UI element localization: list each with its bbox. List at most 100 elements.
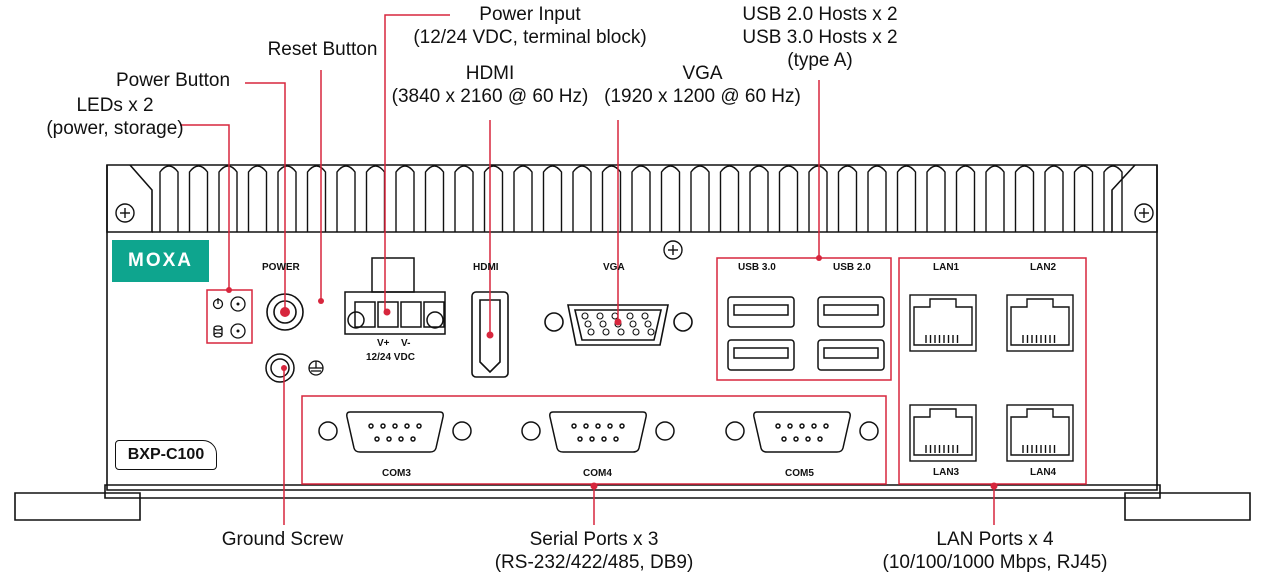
serial-ports (318, 411, 879, 453)
heatsink-fin (719, 165, 740, 232)
vga-pin (587, 328, 595, 336)
com-screw (859, 421, 879, 441)
vga-pin (584, 320, 592, 328)
lan-jack (1006, 404, 1074, 462)
lan-jack (1006, 294, 1074, 352)
vga-pin (611, 312, 619, 320)
lan-jack-inner (1010, 298, 1070, 346)
right-ear (1111, 164, 1158, 233)
vga-pin (626, 312, 634, 320)
lan-jack-inner (913, 408, 973, 456)
callout-power-input: Power Input(12/24 VDC, terminal block) (413, 4, 647, 48)
heatsink-fin (513, 165, 533, 232)
heatsink-fin (837, 165, 858, 232)
vga-pin (596, 312, 604, 320)
heatsink-fin (395, 165, 415, 232)
vga-port-label: VGA (603, 262, 625, 273)
vga-pin (647, 328, 655, 336)
left-ear (106, 164, 153, 233)
db9-pin (775, 423, 781, 429)
db9-pin (811, 423, 817, 429)
vplus-label: V+ (377, 338, 390, 349)
heatsink-fin (365, 165, 386, 232)
heatsink-fin (159, 165, 179, 232)
db9-pin (380, 423, 386, 429)
hdmi-port-label: HDMI (473, 262, 499, 273)
heatsink-fin (1044, 165, 1064, 232)
storage-led-icon (213, 325, 223, 338)
callout-lines (180, 14, 995, 525)
heatsink-fin (424, 165, 445, 232)
callout-hdmi: HDMI(3840 x 2160 @ 60 Hz) (391, 63, 589, 107)
vga-port (544, 304, 693, 346)
db9-pin (571, 423, 577, 429)
db9-pin (619, 423, 625, 429)
vga-pin (599, 320, 607, 328)
db9-pin (799, 423, 805, 429)
heatsink-fin (218, 165, 238, 232)
lan3-label: LAN3 (933, 467, 960, 478)
callout-serial: Serial Ports x 3(RS-232/422/485, DB9) (494, 529, 694, 573)
power-led (230, 296, 246, 312)
db9-pin (368, 423, 374, 429)
com-screw (725, 421, 745, 441)
heatsink-fin (1073, 165, 1094, 232)
heatsink-fin (778, 165, 799, 232)
power-terminal-block (344, 257, 446, 335)
heatsink-fin (1014, 165, 1035, 232)
callout-reset: Reset Button (267, 39, 378, 60)
db9-pin (817, 436, 823, 442)
vdc-label: 12/24 VDC (366, 352, 415, 363)
lan-jack-inner (1010, 408, 1070, 456)
callout-vga: VGA(1920 x 1200 @ 60 Hz) (604, 63, 801, 107)
db9-shell (549, 411, 647, 453)
db9-pin (787, 423, 793, 429)
heatsink-fin (306, 165, 327, 232)
db9-pin (613, 436, 619, 442)
com-screw (521, 421, 541, 441)
screw-icon (115, 203, 1154, 260)
db9-pin (386, 436, 392, 442)
com4-label: COM4 (583, 468, 612, 479)
heatsink-fin (955, 165, 976, 232)
heatsink-fin (454, 165, 474, 232)
db9-pin (404, 423, 410, 429)
heatsink-fin (749, 165, 769, 232)
left-foot (14, 492, 141, 521)
callout-lan: LAN Ports x 4(10/100/1000 Mbps, RJ45) (882, 529, 1108, 573)
db9-shell (753, 411, 851, 453)
heatsink-fin (336, 165, 356, 232)
callout-power-button: Power Button (115, 70, 231, 91)
db9-pin (601, 436, 607, 442)
chassis-outline (106, 164, 1158, 491)
lan-ports (909, 294, 1074, 462)
com-screw (318, 421, 338, 441)
storage-led (230, 323, 246, 339)
db9-pin (583, 423, 589, 429)
heatsink-fin (1103, 165, 1123, 232)
db9-pin (823, 423, 829, 429)
com5-label: COM5 (785, 468, 814, 479)
heatsink-fin (542, 165, 563, 232)
db9-pin (392, 423, 398, 429)
base-rail (104, 484, 1161, 499)
lan-jack (909, 294, 977, 352)
heatsink-fins (159, 165, 1123, 232)
vga-pin (632, 328, 640, 336)
vga-pin (581, 312, 589, 320)
heatsink-fin (483, 165, 504, 232)
heatsink-fin (277, 165, 297, 232)
vga-pin (644, 320, 652, 328)
db9-pin (410, 436, 416, 442)
heatsink-fin (985, 165, 1005, 232)
lan2-label: LAN2 (1030, 262, 1057, 273)
heatsink-fin (808, 165, 828, 232)
vga-pin (602, 328, 610, 336)
vga-pin (629, 320, 637, 328)
lan-jack (909, 404, 977, 462)
right-foot (1124, 492, 1251, 521)
lan-highlight-box (898, 257, 1087, 485)
vga-pin (641, 312, 649, 320)
heatsink-fin (601, 165, 622, 232)
